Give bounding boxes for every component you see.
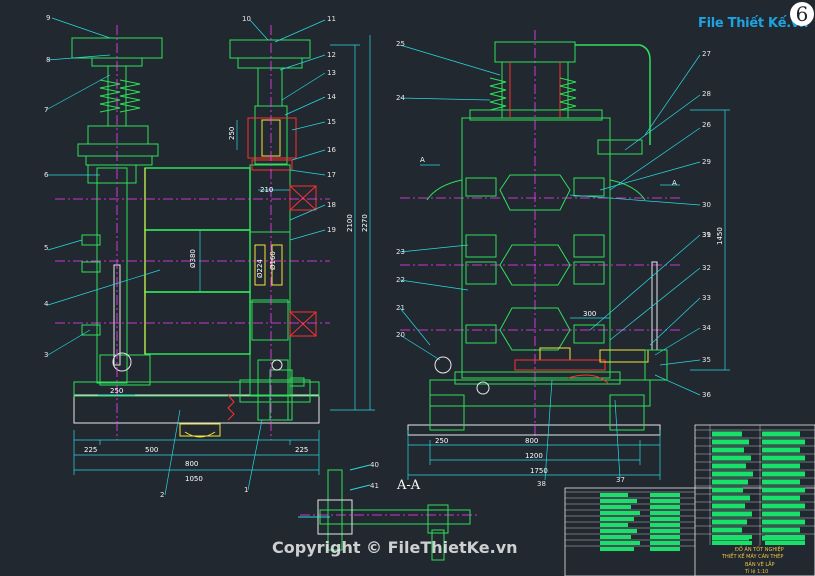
title-line-1: ĐỒ ÁN TỐT NGHIỆP xyxy=(735,547,784,553)
part-number-label: 28 xyxy=(702,90,711,98)
part-number-label: 10 xyxy=(242,15,251,23)
part-number-label: 8 xyxy=(46,56,50,64)
dimension-value: 225 xyxy=(84,446,97,454)
dimension-value: 250 xyxy=(110,387,123,395)
part-number-label: 12 xyxy=(327,51,336,59)
dimension-value: 2270 xyxy=(361,214,369,232)
section-a-a-view xyxy=(298,464,471,561)
part-labels-left: 9 8 7 6 5 4 3 2 1 xyxy=(44,14,248,499)
title-line-3: BẢN VẼ LẮP xyxy=(745,562,775,568)
part-number-label: 32 xyxy=(702,264,711,272)
part-number-label: 19 xyxy=(327,226,336,234)
dimension-value: 225 xyxy=(295,446,308,454)
part-number-label: 14 xyxy=(327,93,336,101)
part-number-label: 13 xyxy=(327,69,336,77)
dimension-lines-left xyxy=(45,17,375,496)
section-label: A-A xyxy=(397,478,421,493)
dimension-value: 210 xyxy=(260,186,273,194)
dimension-value: 250 xyxy=(228,127,236,140)
part-labels-right: 25 24 23 22 21 20 26 27 28 29 30 31 32 33 34 35 36 37 38 39… xyxy=(370,40,711,490)
logo-badge: 6 xyxy=(790,2,814,26)
part-number-label: 23 xyxy=(396,248,405,256)
part-number-label: 22 xyxy=(396,276,405,284)
part-labels-mid: 10 11 12 13 14 15 16 17 18 19 xyxy=(242,15,336,234)
part-number-label: 15 xyxy=(327,118,336,126)
dimension-value: Ø224 xyxy=(256,259,264,278)
title-line-4: Tỉ lệ 1:10 xyxy=(745,569,769,575)
part-number-label: 6 xyxy=(44,171,49,179)
section-marks: AA xyxy=(420,156,677,187)
part-number-label: 29 xyxy=(702,158,711,166)
part-number-label: 1 xyxy=(244,486,248,494)
part-number-label: 2 xyxy=(160,491,164,499)
copyright-watermark: Copyright © FileThietKe.vn xyxy=(272,538,518,557)
center-lines xyxy=(55,25,680,516)
part-number-label: 7 xyxy=(44,106,48,114)
part-number-label: 24 xyxy=(396,94,405,102)
dimension-value: 1750 xyxy=(530,467,548,475)
part-number-label: 26 xyxy=(702,121,711,129)
part-number-label: 18 xyxy=(327,201,336,209)
part-number-label: 39 xyxy=(702,231,711,239)
title-line-2: THIẾT KẾ MÁY CÁN THÉP xyxy=(722,554,784,560)
dimension-value: 250 xyxy=(435,437,448,445)
dimension-value: 1050 xyxy=(185,475,203,483)
part-number-label: 38 xyxy=(537,480,546,488)
section-mark: A xyxy=(672,179,677,187)
dimension-value: 1200 xyxy=(525,452,543,460)
dimension-value: 500 xyxy=(145,446,158,454)
dimension-value: 800 xyxy=(185,460,198,468)
part-number-label: 36 xyxy=(702,391,711,399)
part-number-label: 40 xyxy=(370,461,379,469)
part-number-label: 9 xyxy=(46,14,50,22)
dimension-value: Ø380 xyxy=(189,249,197,268)
title-block xyxy=(564,424,815,576)
dimension-values-right: 250 800 1200 1750 300 1450 xyxy=(435,227,724,475)
part-number-label: 3 xyxy=(44,351,48,359)
part-number-label: 35 xyxy=(702,356,711,364)
logo-text: File Thiết Kế.vn xyxy=(698,16,809,31)
dimension-value: Ø160 xyxy=(269,251,277,270)
dimension-value: 1450 xyxy=(716,227,724,245)
part-number-label: 11 xyxy=(327,15,336,23)
part-number-label: 34 xyxy=(702,324,711,332)
part-number-label: 41 xyxy=(370,482,379,490)
part-number-label: 30 xyxy=(702,201,711,209)
dimension-value: 800 xyxy=(525,437,538,445)
part-number-label: 5 xyxy=(44,244,48,252)
dimension-value: 2100 xyxy=(346,214,354,232)
dimension-value: 300 xyxy=(583,310,596,318)
part-number-label: 25 xyxy=(396,40,405,48)
part-number-label: 4 xyxy=(44,300,49,308)
part-number-label: 17 xyxy=(327,171,336,179)
part-number-label: 33 xyxy=(702,294,711,302)
dimension-lines-right xyxy=(399,44,730,481)
right-view xyxy=(407,41,668,436)
part-number-label: 21 xyxy=(396,304,405,312)
part-number-label: 31 xyxy=(702,231,711,239)
part-number-label: 16 xyxy=(327,146,336,154)
part-number-label: 37 xyxy=(616,476,625,484)
part-number-label: 27 xyxy=(702,50,711,58)
part-number-label: 20 xyxy=(396,331,405,339)
section-mark: A xyxy=(420,156,425,164)
